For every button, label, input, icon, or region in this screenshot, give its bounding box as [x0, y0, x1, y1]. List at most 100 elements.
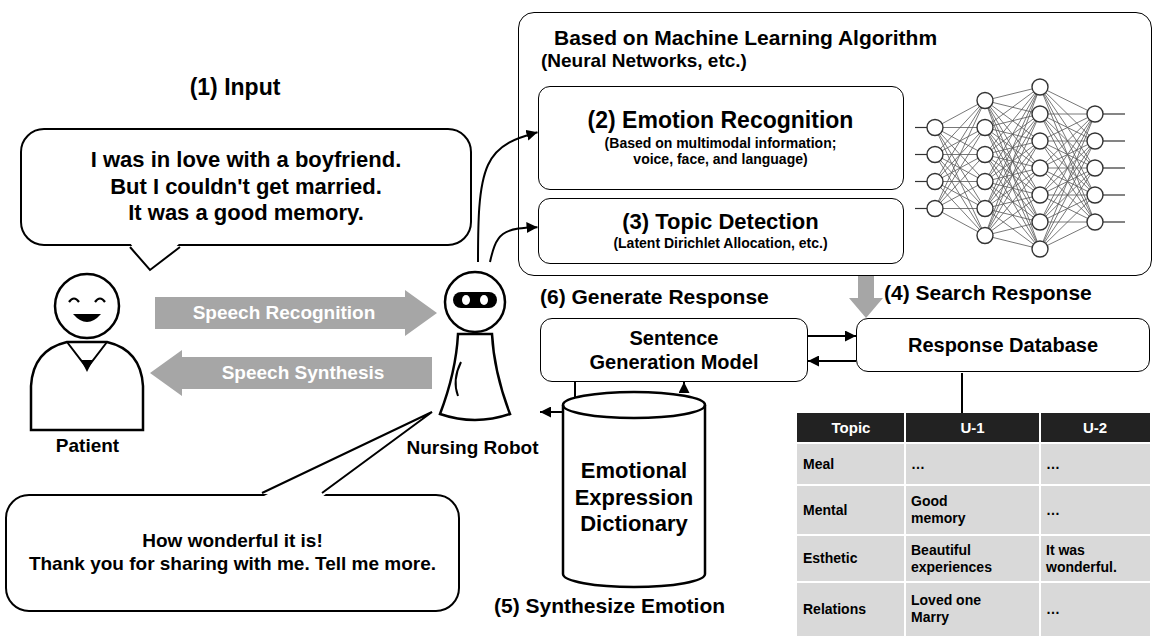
table-cell: …	[1046, 456, 1134, 473]
network-link	[915, 208, 927, 209]
network-link	[985, 87, 1040, 128]
connector-arrow	[478, 132, 538, 262]
network-neuron	[1032, 241, 1048, 257]
network-link	[1040, 114, 1095, 195]
table-cell: Topic	[797, 419, 905, 437]
text-segment: Relations	[803, 601, 866, 618]
text-segment: Sentence Generation Model	[582, 326, 766, 374]
table-cell: Mental	[803, 502, 891, 519]
node-content: (2) Emotion Recognition(Based on multimo…	[539, 87, 903, 189]
network-neuron	[977, 93, 993, 109]
node-content: Speech Recognition	[155, 290, 437, 336]
text-segment: …	[1046, 502, 1060, 519]
arrow-shape	[150, 350, 432, 396]
text-segment: …	[1046, 456, 1060, 473]
robot-eye	[480, 295, 488, 305]
network-link	[935, 128, 985, 209]
speech-bubble: How wonderful it is! Thank you for shari…	[5, 494, 460, 612]
network-link	[1040, 222, 1095, 249]
table-cell: U-2	[1040, 419, 1150, 437]
network-neuron	[1032, 106, 1048, 122]
node-title: (2) Emotion Recognition	[588, 107, 854, 135]
table-cell: Relations	[803, 601, 891, 618]
connector-arrow	[858, 276, 874, 300]
text-segment: Meal	[803, 456, 834, 473]
table-gridline	[797, 534, 1150, 536]
table-cell: …	[911, 456, 999, 473]
speech-arrow: Speech Synthesis	[150, 350, 432, 396]
arrow-shape	[155, 290, 437, 336]
network-link	[1040, 87, 1095, 168]
network-link	[1040, 87, 1095, 114]
network-neuron	[927, 120, 943, 136]
connector-arrow	[490, 227, 538, 262]
node-subtitle: (Neural Networks, etc.)	[541, 50, 747, 73]
network-link	[985, 128, 1040, 250]
text-segment: (4) Search Response	[884, 280, 1092, 305]
bubble-tail-fill	[262, 412, 432, 497]
network-link	[1103, 194, 1125, 195]
node-subtitle: (Based on multimodal information; voice,…	[549, 135, 893, 169]
node-title: Speech Recognition	[193, 302, 376, 325]
network-link	[985, 87, 1040, 155]
group-box: Based on Machine Learning Algorithm(Neur…	[518, 12, 1152, 276]
text-segment: I was in love with a boyfriend.	[91, 147, 402, 173]
node-title: Patient	[56, 435, 119, 458]
node-content: Speech Synthesis	[150, 350, 432, 396]
network-link	[915, 154, 927, 155]
network-link	[985, 168, 1040, 236]
network-neuron	[1032, 187, 1048, 203]
node-content: I was in love with a boyfriend. But I co…	[22, 130, 470, 244]
text-segment: Beautiful experiences	[911, 542, 999, 576]
node-content: Nursing Robot	[405, 262, 540, 460]
text-segment: (6) Generate Response	[540, 284, 769, 309]
person-body	[31, 342, 143, 430]
node-title: Speech Synthesis	[222, 362, 385, 385]
node-title: Nursing Robot	[407, 437, 539, 460]
table-body-bg	[797, 443, 1150, 636]
step-label: (4) Search Response	[884, 280, 1152, 305]
text-segment: It was a good memory.	[128, 200, 364, 226]
network-neuron	[977, 120, 993, 136]
node-title: Sentence Generation Model	[582, 326, 766, 374]
node-title: Emotional Expression Dictionary	[566, 458, 702, 537]
text-segment: Emotional Expression Dictionary	[566, 458, 702, 537]
node-title: Response Database	[908, 333, 1098, 357]
network-neuron	[977, 228, 993, 244]
network-neuron	[927, 201, 943, 217]
network-link	[1040, 114, 1095, 141]
network-neuron	[927, 147, 943, 163]
text-segment: Speech Synthesis	[222, 362, 385, 385]
node-subtitle: (Latent Dirichlet Allocation, etc.)	[613, 235, 827, 252]
node-title: (3) Topic Detection	[622, 209, 818, 235]
speech-arrow: Speech Recognition	[155, 290, 437, 336]
node-content: Response Database	[857, 319, 1149, 371]
table-gridline	[797, 581, 1150, 583]
text-segment: Topic	[832, 419, 871, 437]
text-segment: Good memory	[911, 493, 999, 527]
network-link	[935, 101, 985, 182]
node-content: Emotional Expression Dictionary	[562, 392, 706, 588]
network-neuron	[1032, 160, 1048, 176]
network-link	[915, 127, 927, 128]
text-segment: (Based on multimodal information;	[605, 135, 837, 152]
text-segment: U-2	[1083, 419, 1107, 437]
network-neuron	[1087, 214, 1103, 230]
text-segment: But I couldn't get married.	[110, 174, 382, 200]
network-neuron	[1032, 214, 1048, 230]
person-eyes	[69, 299, 105, 303]
step-label: (6) Generate Response	[540, 284, 840, 309]
text-segment: Nursing Robot	[407, 437, 539, 460]
table-cell: U-1	[905, 419, 1040, 437]
text-segment: How wonderful it is!	[142, 530, 323, 553]
network-neuron	[1032, 133, 1048, 149]
text-segment: Speech Recognition	[193, 302, 376, 325]
network-link	[915, 181, 927, 182]
text-segment: …	[1046, 601, 1060, 618]
node-content: Sentence Generation Model	[541, 319, 807, 381]
table-grid	[797, 413, 1150, 636]
node-title: I was in love with a boyfriend. But I co…	[32, 147, 460, 226]
table-gridline	[904, 413, 906, 636]
network-link	[1103, 140, 1125, 141]
